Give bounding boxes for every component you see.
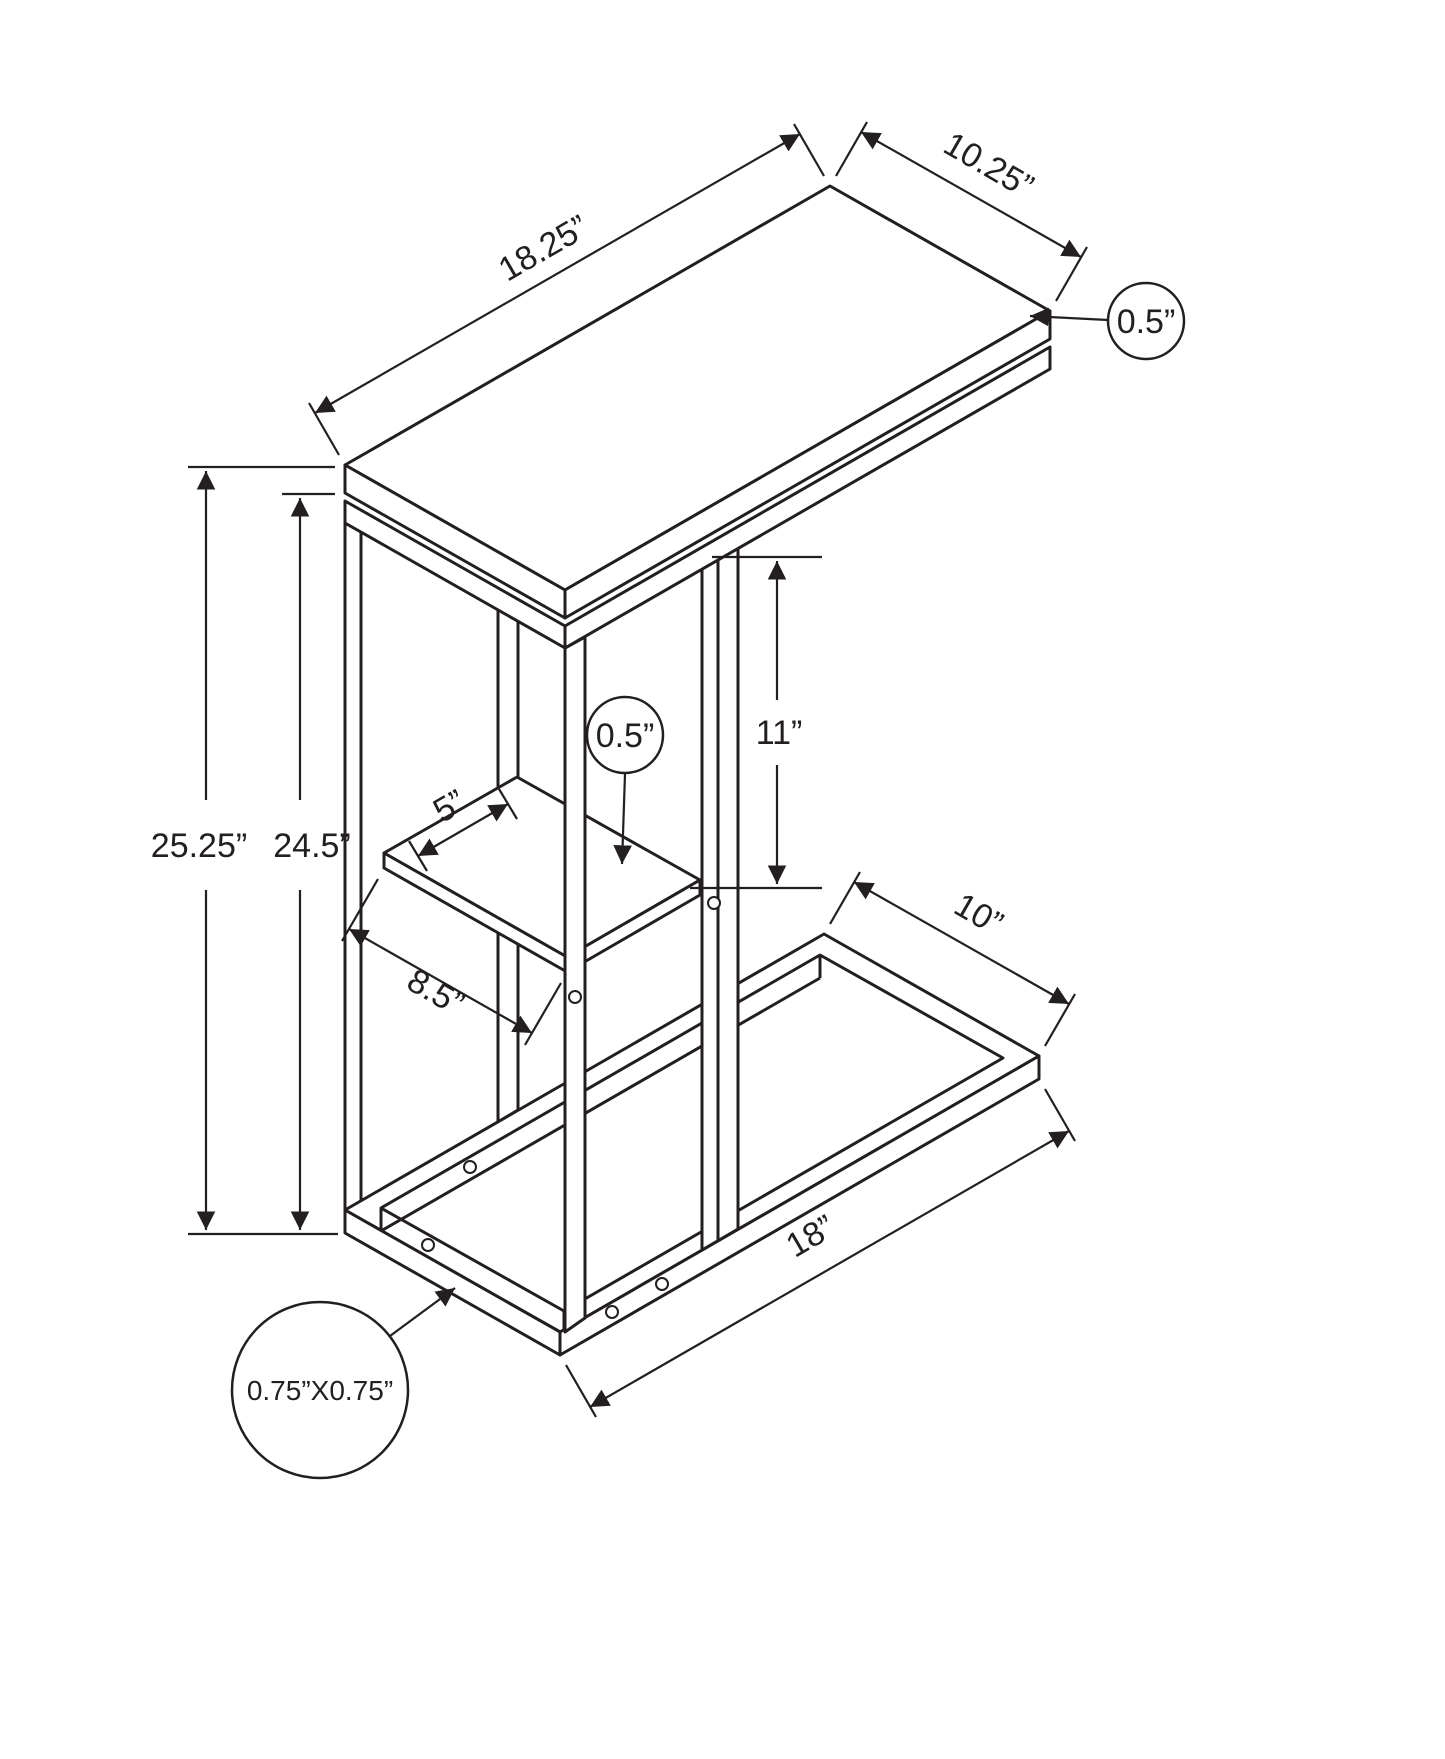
dimension-arrow — [860, 131, 1082, 258]
screw-icon — [655, 1277, 669, 1291]
front-left-leg — [563, 635, 587, 1334]
table-top — [343, 184, 1052, 650]
dimension-arrow — [417, 803, 509, 857]
extension-line — [1055, 246, 1088, 302]
dimension-arrow — [853, 881, 1070, 1005]
base-rear-rail-inner-bottom — [380, 976, 821, 1233]
dim-top-thickness: 0.5” — [1029, 281, 1186, 361]
screw-icon — [463, 1160, 477, 1174]
extension-line — [835, 121, 868, 177]
dim-top-to-shelf-label: 11” — [756, 714, 803, 752]
dim-tube-size: 0.75”X0.75” — [230, 1287, 456, 1480]
extension-line — [341, 878, 379, 942]
dim-top-to-shelf: 11” — [690, 555, 822, 890]
dimension-arrow — [589, 1130, 1070, 1408]
rear-left-leg — [343, 521, 363, 1213]
callout-arrow — [613, 773, 632, 865]
callout-circle — [585, 695, 665, 775]
callout-circle — [1106, 281, 1186, 361]
screw-icon — [707, 896, 721, 910]
screw-icon — [605, 1305, 619, 1319]
extension-line — [524, 982, 562, 1046]
dim-frame-height-label: 24.5” — [273, 827, 351, 865]
dim-top-depth-label: 10.25” — [937, 125, 1039, 206]
extension-line — [1044, 993, 1076, 1047]
dim-frame-height: 24.5” — [273, 492, 351, 1230]
dimension-arrow — [314, 133, 801, 414]
screw-icon — [568, 990, 582, 1004]
extension-line — [1044, 1088, 1076, 1142]
dim-overall-height: 25.25” — [151, 465, 338, 1236]
extension-line — [565, 1364, 597, 1418]
front-left-leg-face — [563, 635, 587, 1334]
dim-tube-size-label: 0.75”X0.75” — [247, 1375, 393, 1406]
callout-arrow — [389, 1287, 456, 1337]
dim-shelf-thickness-label: 0.5” — [596, 717, 655, 755]
extension-line — [308, 402, 340, 456]
extension-line — [793, 123, 825, 177]
top-apron-front-edge — [563, 345, 1052, 650]
dim-overall-height-label: 25.25” — [151, 827, 247, 865]
callout-arrow — [1029, 307, 1109, 327]
screw-icon — [421, 1238, 435, 1252]
extension-line — [829, 871, 861, 925]
dimension-arrow — [348, 928, 533, 1034]
rear-left-leg-face — [343, 521, 363, 1213]
table-structure — [343, 184, 1052, 1357]
dim-top-thickness-label: 0.5” — [1117, 303, 1176, 341]
front-inner-leg — [700, 546, 740, 1252]
front-inner-leg-face — [700, 546, 740, 1252]
dim-shelf-depth-label: 8.5” — [401, 961, 471, 1023]
top-slab-front-edge — [563, 309, 1052, 620]
dim-shelf-thickness: 0.5” — [585, 695, 665, 865]
dim-base-depth-label: 10” — [948, 886, 1010, 943]
dim-top-length-label: 18.25” — [492, 208, 594, 289]
callout-circle — [230, 1300, 410, 1480]
dimension-annotations: 18.25” 10.25” 0.5” 25.25” 24 — [151, 121, 1186, 1480]
